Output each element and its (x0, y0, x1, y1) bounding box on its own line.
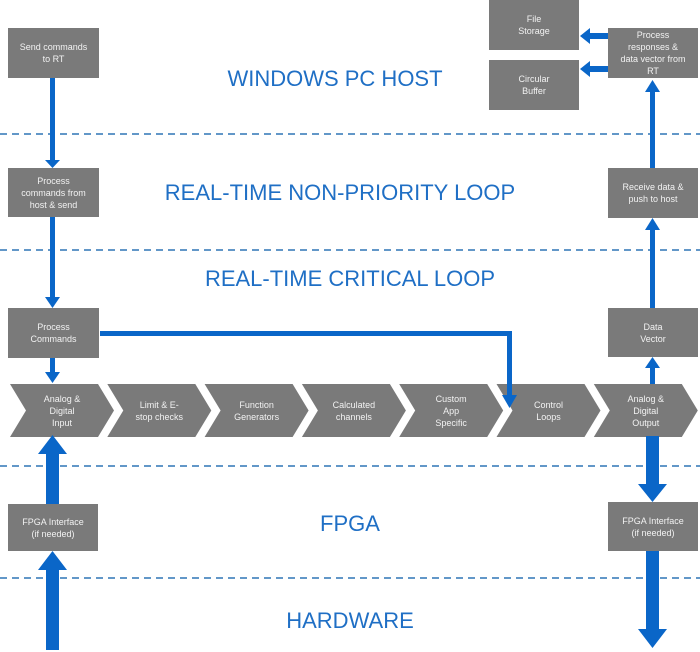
zone-title-windows-pc-host: WINDOWS PC HOST (227, 66, 443, 91)
pipeline-stage-label: Analog & Digital Input (43, 393, 81, 428)
pipeline-stage-label: Custom App Specific (435, 393, 467, 428)
connector-line (46, 452, 59, 504)
connector-line (646, 436, 659, 486)
pipeline-stage-shape (593, 384, 698, 437)
connector-line (50, 358, 55, 374)
pipeline-stage-label: Analog & Digital Output (627, 393, 665, 428)
connector-line (46, 568, 59, 650)
arrow-left-icon (580, 28, 590, 44)
file-storage-box: File Storage (489, 0, 579, 50)
connector-line (588, 66, 610, 72)
pipeline-stage-shape (301, 384, 406, 437)
connector-line (588, 33, 610, 39)
zone-title-rt-non-priority-loop: REAL-TIME NON-PRIORITY LOOP (164, 180, 516, 205)
connector-line (50, 78, 55, 163)
arrow-down-icon (638, 629, 667, 648)
arrow-down-icon (45, 372, 60, 383)
connector-line (650, 366, 655, 384)
arrow-down-icon (638, 484, 667, 502)
arrow-down-icon (45, 297, 60, 308)
pipeline-stage-shape (107, 384, 212, 437)
process-responses-box: Process responses & data vector from RT (608, 28, 698, 78)
pipeline-stage-label: Control Loops (533, 399, 563, 422)
arrow-down-icon (45, 160, 60, 168)
arrow-up-icon (38, 551, 67, 570)
process-commands-from-host-box: Process commands from host & send (8, 168, 99, 217)
receive-data-box: Receive data & push to host (608, 168, 698, 218)
pipeline-stage-shape (10, 384, 114, 437)
connector-line (507, 331, 512, 397)
connector-line (646, 551, 659, 631)
process-commands-box: Process Commands (8, 308, 99, 358)
data-vector-box: Data Vector (608, 308, 698, 357)
send-commands-box: Send commands to RT (8, 28, 99, 78)
pipeline-stage-shape (204, 384, 309, 437)
connector-line (100, 331, 512, 336)
pipeline-stage-label: Function Generators (234, 399, 280, 422)
arrow-up-icon (645, 80, 660, 92)
arrow-up-icon (645, 218, 660, 230)
zone-title-hardware: HARDWARE (286, 608, 414, 633)
connector-line (50, 217, 55, 299)
fpga-interface-left-box: FPGA Interface (if needed) (8, 504, 98, 551)
arrow-up-icon (38, 435, 67, 454)
zone-title-rt-critical-loop: REAL-TIME CRITICAL LOOP (204, 266, 496, 291)
fpga-interface-right-box: FPGA Interface (if needed) (608, 502, 698, 551)
circular-buffer-box: Circular Buffer (489, 60, 579, 110)
pipeline-stage-shape (399, 384, 504, 437)
arrow-up-icon (645, 357, 660, 368)
arrow-left-icon (580, 61, 590, 77)
arrow-down-icon (502, 395, 517, 408)
pipeline-stage-label: Calculated channels (332, 399, 376, 422)
zone-title-fpga: FPGA (320, 511, 380, 536)
pipeline-stage-label: Limit & E- stop checks (135, 399, 184, 422)
pipeline-stage-shape (496, 384, 601, 437)
connector-line (650, 90, 655, 168)
connector-line (650, 228, 655, 308)
